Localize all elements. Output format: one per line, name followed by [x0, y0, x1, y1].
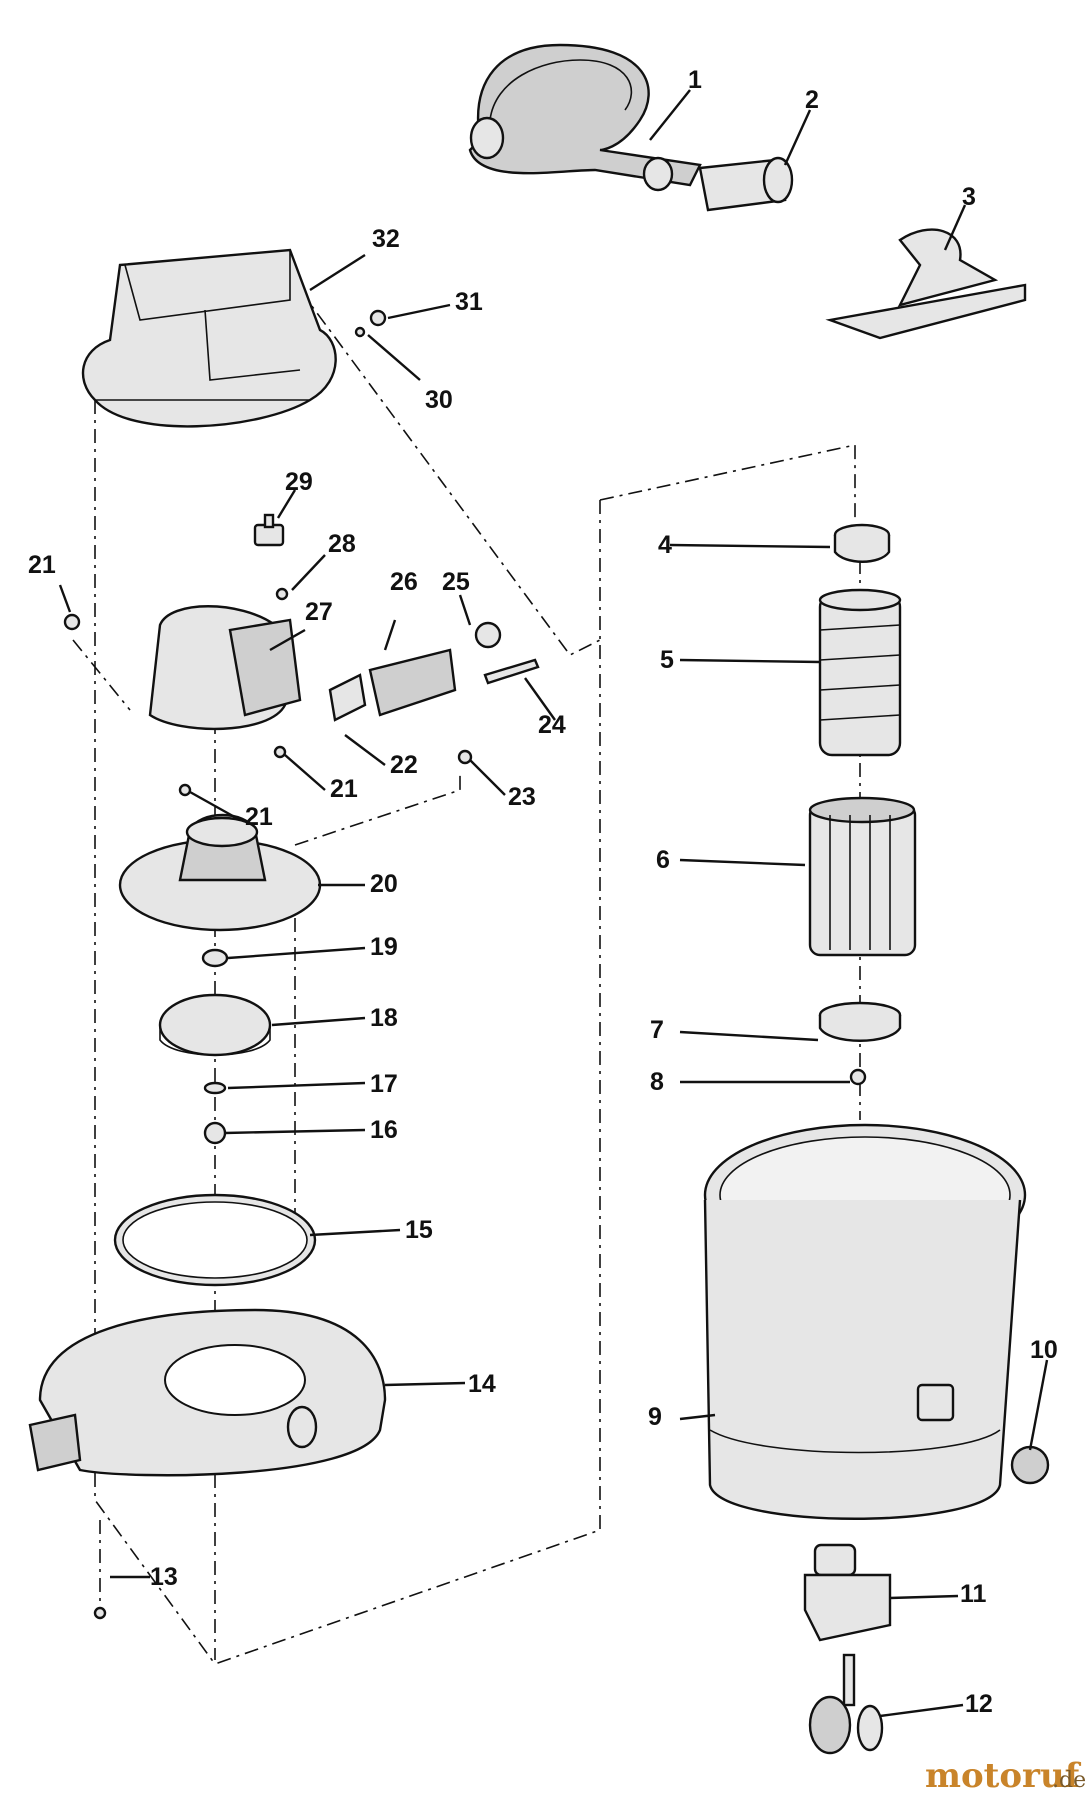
part-label-29: 29	[285, 468, 313, 496]
part-label-21-mid: 21	[330, 775, 358, 803]
svg-text:.de: .de	[1052, 1768, 1086, 1793]
screw-part-lower	[273, 745, 287, 759]
part-label-4: 4	[658, 531, 672, 559]
screw-part	[63, 613, 81, 631]
motor-cover-part	[81, 248, 337, 428]
caster-socket-part	[803, 1543, 892, 1642]
part-label-16: 16	[370, 1116, 398, 1144]
part-label-22: 22	[390, 751, 418, 779]
part-label-17: 17	[370, 1070, 398, 1098]
part-label-14: 14	[468, 1370, 496, 1398]
gasket-part	[113, 1193, 317, 1287]
part-label-20: 20	[370, 870, 398, 898]
hose-part	[468, 43, 702, 192]
part-label-15: 15	[405, 1216, 433, 1244]
bolt-part	[93, 1606, 107, 1620]
cord-and-clamps	[328, 621, 540, 765]
switch-part	[253, 513, 289, 601]
part-label-13: 13	[150, 1563, 178, 1591]
drain-plug-part	[1010, 1445, 1050, 1485]
part-label-8: 8	[650, 1068, 664, 1096]
motor-housing-part	[148, 605, 302, 731]
drum-part	[703, 1123, 1027, 1520]
part-label-23: 23	[508, 783, 536, 811]
retainer-part	[818, 1001, 902, 1042]
floor-nozzle-part	[825, 228, 1027, 340]
filter-cap-part	[833, 523, 891, 563]
svg-text:motoruf: motoruf	[925, 1756, 1082, 1796]
wing-nut-part	[849, 1068, 867, 1086]
spacer-part	[203, 1081, 227, 1095]
part-label-9: 9	[648, 1403, 662, 1431]
part-label-27: 27	[305, 598, 333, 626]
part-label-32: 32	[372, 225, 400, 253]
part-label-28: 28	[328, 530, 356, 558]
hose-cuff-part	[698, 156, 794, 212]
watermark-logo: motoruf .de	[925, 1756, 1086, 1796]
part-label-24: 24	[538, 711, 566, 739]
part-label-21-top: 21	[28, 551, 56, 579]
nut-part	[203, 1121, 227, 1145]
part-label-1: 1	[688, 66, 702, 94]
filter-cage-part	[818, 588, 902, 757]
part-label-31: 31	[455, 288, 483, 316]
part-label-18: 18	[370, 1004, 398, 1032]
part-label-21-low: 21	[245, 803, 273, 831]
part-label-3: 3	[962, 183, 976, 211]
part-label-11: 11	[960, 1580, 987, 1608]
cartridge-filter-part	[808, 796, 917, 957]
part-label-26: 26	[390, 568, 418, 596]
part-label-12: 12	[965, 1690, 993, 1718]
part-labels: 1 2 3 4 5 6 7 8 9 10 11 12 13 14 15 16 1…	[28, 66, 1058, 1718]
part-label-10: 10	[1030, 1336, 1058, 1364]
fan-part	[158, 993, 272, 1057]
part-label-30: 30	[425, 386, 453, 414]
part-label-2: 2	[805, 86, 819, 114]
part-label-5: 5	[660, 646, 674, 674]
part-label-19: 19	[370, 933, 398, 961]
screw-part-lower-2	[178, 783, 192, 797]
part-label-6: 6	[656, 846, 670, 874]
part-label-25: 25	[442, 568, 470, 596]
leader-lines	[58, 89, 1049, 1718]
lid-base-part	[28, 1308, 387, 1477]
part-label-7: 7	[650, 1016, 664, 1044]
motor-plate-part	[118, 813, 322, 932]
small-screws	[354, 309, 387, 338]
washer-part	[201, 948, 229, 968]
caster-part	[808, 1653, 884, 1755]
